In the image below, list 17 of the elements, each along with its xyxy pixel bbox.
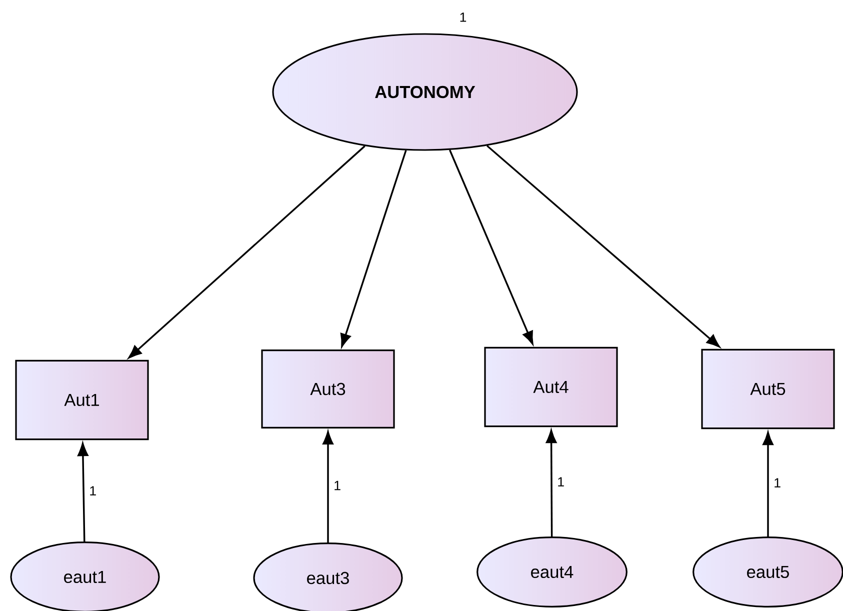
parameter-label: 1 <box>460 12 466 22</box>
arrow <box>322 431 334 543</box>
observed-variable-box: Aut4 <box>484 346 618 428</box>
edge-label: 1 <box>332 480 342 492</box>
arrow <box>340 150 407 347</box>
arrow <box>448 150 534 344</box>
arrow <box>78 442 88 542</box>
edge-label: 1 <box>88 484 98 497</box>
observed-variable-box: Aut3 <box>261 350 395 428</box>
observed-variable-box: Aut5 <box>701 348 835 430</box>
arrow <box>486 145 720 348</box>
arrow <box>128 145 366 358</box>
edge-label: 1 <box>556 476 566 488</box>
observed-variable-box: Aut1 <box>15 360 149 440</box>
edge-label: 1 <box>772 476 782 489</box>
arrow <box>546 430 557 537</box>
arrow <box>762 432 774 537</box>
